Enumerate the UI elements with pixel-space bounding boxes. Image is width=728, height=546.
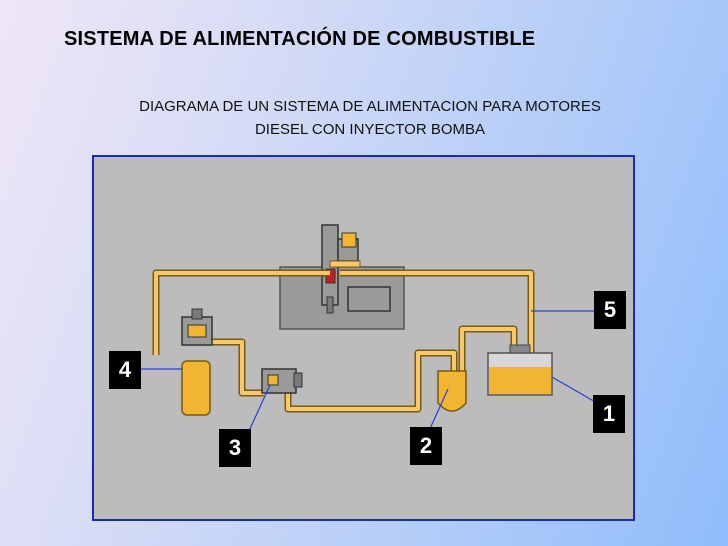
page-subtitle: DIAGRAMA DE UN SISTEMA DE ALIMENTACION P… [70,95,670,141]
injector-fuel-gallery [329,260,361,268]
fuel-tank-level [489,367,551,394]
feed-pump-body [261,368,297,394]
engine-block [279,266,405,330]
label-1-fuel-tank: 1 [593,395,625,433]
label-5-return-line: 5 [594,291,626,329]
label-4-filter: 4 [109,351,141,389]
feed-pump-chamber [267,374,279,386]
injector-solenoid [341,232,357,248]
fuel-filter-bleed-screw [191,308,203,320]
leader-line-3 [248,384,271,432]
subtitle-line-2: DIESEL CON INYECTOR BOMBA [254,121,486,138]
supply-line [154,271,330,355]
diagram-canvas [132,224,605,434]
filter-to-pump-line [188,340,264,395]
fuel-filter-valve [187,324,207,338]
injector-nozzle [326,296,334,314]
pump-to-prefilter-outline [284,349,458,413]
return-line [340,271,533,379]
subtitle-line-1: DIAGRAMA DE UN SISTEMA DE ALIMENTACION P… [139,98,601,115]
prefilter [437,370,467,412]
page-title: SISTEMA DE ALIMENTACIÓN DE COMBUSTIBLE [64,28,536,50]
fuel-system-diagram: 4 3 2 1 5 [92,155,635,521]
fuel-filter-cartridge [181,360,211,416]
label-3-feed-pump: 3 [219,429,251,467]
fuel-tank-cap [509,344,531,354]
feed-pump-drive [293,372,303,388]
pump-to-prefilter-line [286,351,456,411]
engine-port [347,286,391,312]
label-2-prefilter: 2 [410,427,442,465]
leader-line-2 [427,388,449,434]
